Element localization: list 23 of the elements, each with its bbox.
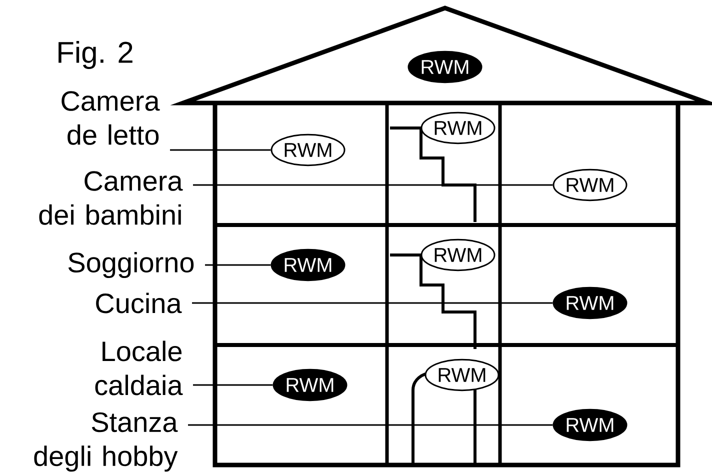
detector-oval: RWM — [552, 168, 628, 202]
detector-oval: RWM — [270, 134, 346, 166]
room-label: Camera de letto — [62, 91, 160, 145]
leader-line — [205, 264, 271, 266]
room-label: Stanza degli hobby — [34, 412, 178, 472]
figure-title: Fig. 2 — [58, 41, 132, 69]
leader-line — [193, 384, 273, 386]
detector-oval: RWM — [424, 358, 500, 392]
room-label: Camera dei bambini — [39, 171, 183, 225]
detector-oval: RWM — [272, 368, 348, 402]
room-label: Locale caldaia — [95, 340, 183, 396]
detector-oval: RWM — [270, 248, 346, 282]
detector-oval: RWM — [408, 50, 482, 84]
detector-oval: RWM — [420, 112, 496, 144]
room-label: Soggiorno — [68, 252, 194, 278]
leader-line — [188, 424, 553, 426]
detector-oval: RWM — [552, 408, 628, 442]
room-label: Cucina — [96, 292, 182, 314]
leader-line — [193, 184, 553, 186]
leader-line — [170, 149, 271, 151]
detector-oval: RWM — [552, 286, 628, 320]
leader-line — [192, 302, 553, 304]
detector-oval: RWM — [420, 238, 496, 272]
